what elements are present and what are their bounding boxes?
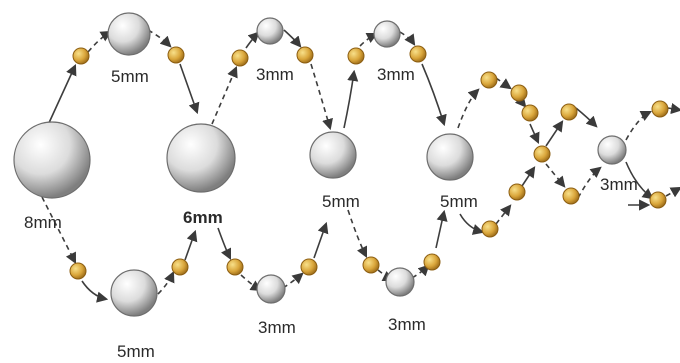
gold-beads xyxy=(70,46,668,279)
bead xyxy=(522,105,538,121)
arrow-bead-to-mid-pearl xyxy=(311,64,330,128)
label-top-3mm-b: 3mm xyxy=(377,65,415,84)
arrow-small-pearl-to-bead xyxy=(284,30,300,46)
arrow-mid-to-top-bead xyxy=(344,72,354,128)
bead xyxy=(563,188,579,204)
arrow-lower-bead-2-to-3 xyxy=(522,168,534,186)
pearl-bottom-3mm-b xyxy=(386,268,414,296)
bead xyxy=(168,47,184,63)
arrow-top-bead-to-pearl xyxy=(88,32,110,52)
arrow-big-to-top-bead xyxy=(48,66,75,125)
arrow-tail-pearl-to-upper xyxy=(626,112,650,140)
bead xyxy=(652,101,668,117)
bead xyxy=(509,184,525,200)
bead xyxy=(227,259,243,275)
pearl-5mm-a xyxy=(310,132,356,178)
arrow-small-to-bottom-bead-3 xyxy=(412,266,428,278)
arrow-tail-lower-right xyxy=(666,188,680,196)
arrow-cross-to-lower-right xyxy=(546,164,564,186)
bead xyxy=(511,85,527,101)
arrow-top-bead-to-right-pearl xyxy=(422,64,444,124)
label-bottom-3mm-a: 3mm xyxy=(258,318,296,337)
pearl-6mm xyxy=(167,124,235,192)
arrow-tail-upper-to-right xyxy=(668,108,680,110)
label-6mm: 6mm xyxy=(183,208,223,227)
label-top-3mm-a: 3mm xyxy=(256,65,294,84)
arrow-small-to-top-bead xyxy=(400,32,414,44)
bead xyxy=(363,257,379,273)
arrow-bottom-bead-to-center xyxy=(185,232,195,260)
label-bottom-5mm: 5mm xyxy=(117,342,155,361)
arrow-lower-right-to-bead xyxy=(578,168,600,198)
label-5mm-b: 5mm xyxy=(440,192,478,211)
pearl-8mm xyxy=(14,122,90,198)
arrow-center-to-top-bead xyxy=(212,68,236,124)
pearl-5mm-b xyxy=(427,134,473,180)
arrow-bead-to-small-pearl xyxy=(246,33,258,48)
arrow-upper-bead-3-to-4 xyxy=(530,124,538,142)
pearl-bottom-3mm-a xyxy=(257,275,285,303)
arrow-bottom-bead-to-pearl xyxy=(82,281,106,299)
bead xyxy=(481,72,497,88)
label-8mm: 8mm xyxy=(24,213,62,232)
label-bottom-3mm-b: 3mm xyxy=(388,315,426,334)
pearls xyxy=(14,13,626,316)
arrow-top-bead-to-center xyxy=(180,64,197,112)
arrow-bottom-bead-to-mid xyxy=(314,224,326,258)
bead xyxy=(534,146,550,162)
pearl-top-3mm-b xyxy=(374,21,400,47)
size-labels: 8mm 5mm 5mm 6mm 3mm 3mm 5mm 3mm 3mm 5mm … xyxy=(24,65,638,361)
bead xyxy=(650,192,666,208)
bead xyxy=(301,259,317,275)
arrow-upper-bead-1-to-2 xyxy=(496,78,510,88)
arrow-bottom-bead-to-right xyxy=(436,212,444,248)
arrow-cross-to-upper-right xyxy=(546,122,562,146)
bead xyxy=(70,263,86,279)
pearl-top-5mm xyxy=(108,13,150,55)
arrow-lower-bead-1-to-2 xyxy=(496,206,510,224)
bead xyxy=(297,47,313,63)
arrow-right-to-lower-bead xyxy=(460,214,482,232)
label-5mm-a: 5mm xyxy=(322,192,360,211)
bead xyxy=(73,48,89,64)
bead xyxy=(348,48,364,64)
pearl-bottom-5mm xyxy=(111,270,157,316)
pearl-top-3mm-a xyxy=(257,18,283,44)
bead xyxy=(410,46,426,62)
arrow-right-to-upper-bead xyxy=(458,90,478,128)
arrow-small-to-bottom-bead xyxy=(283,274,302,288)
bead xyxy=(561,104,577,120)
label-top-5mm: 5mm xyxy=(111,67,149,86)
bead xyxy=(232,50,248,66)
arrow-top-pearl-to-bead xyxy=(148,30,170,46)
arrow-bottom-pearl-to-bead xyxy=(158,273,173,294)
bead xyxy=(172,259,188,275)
pearl-tail-3mm xyxy=(598,136,626,164)
label-tail-3mm: 3mm xyxy=(600,175,638,194)
arrow-center-to-bottom-bead xyxy=(218,228,230,258)
bead xyxy=(482,221,498,237)
arrow-mid-to-bottom-bead xyxy=(348,210,366,256)
arrow-upper-right-to-bead xyxy=(576,108,596,126)
bead xyxy=(424,254,440,270)
